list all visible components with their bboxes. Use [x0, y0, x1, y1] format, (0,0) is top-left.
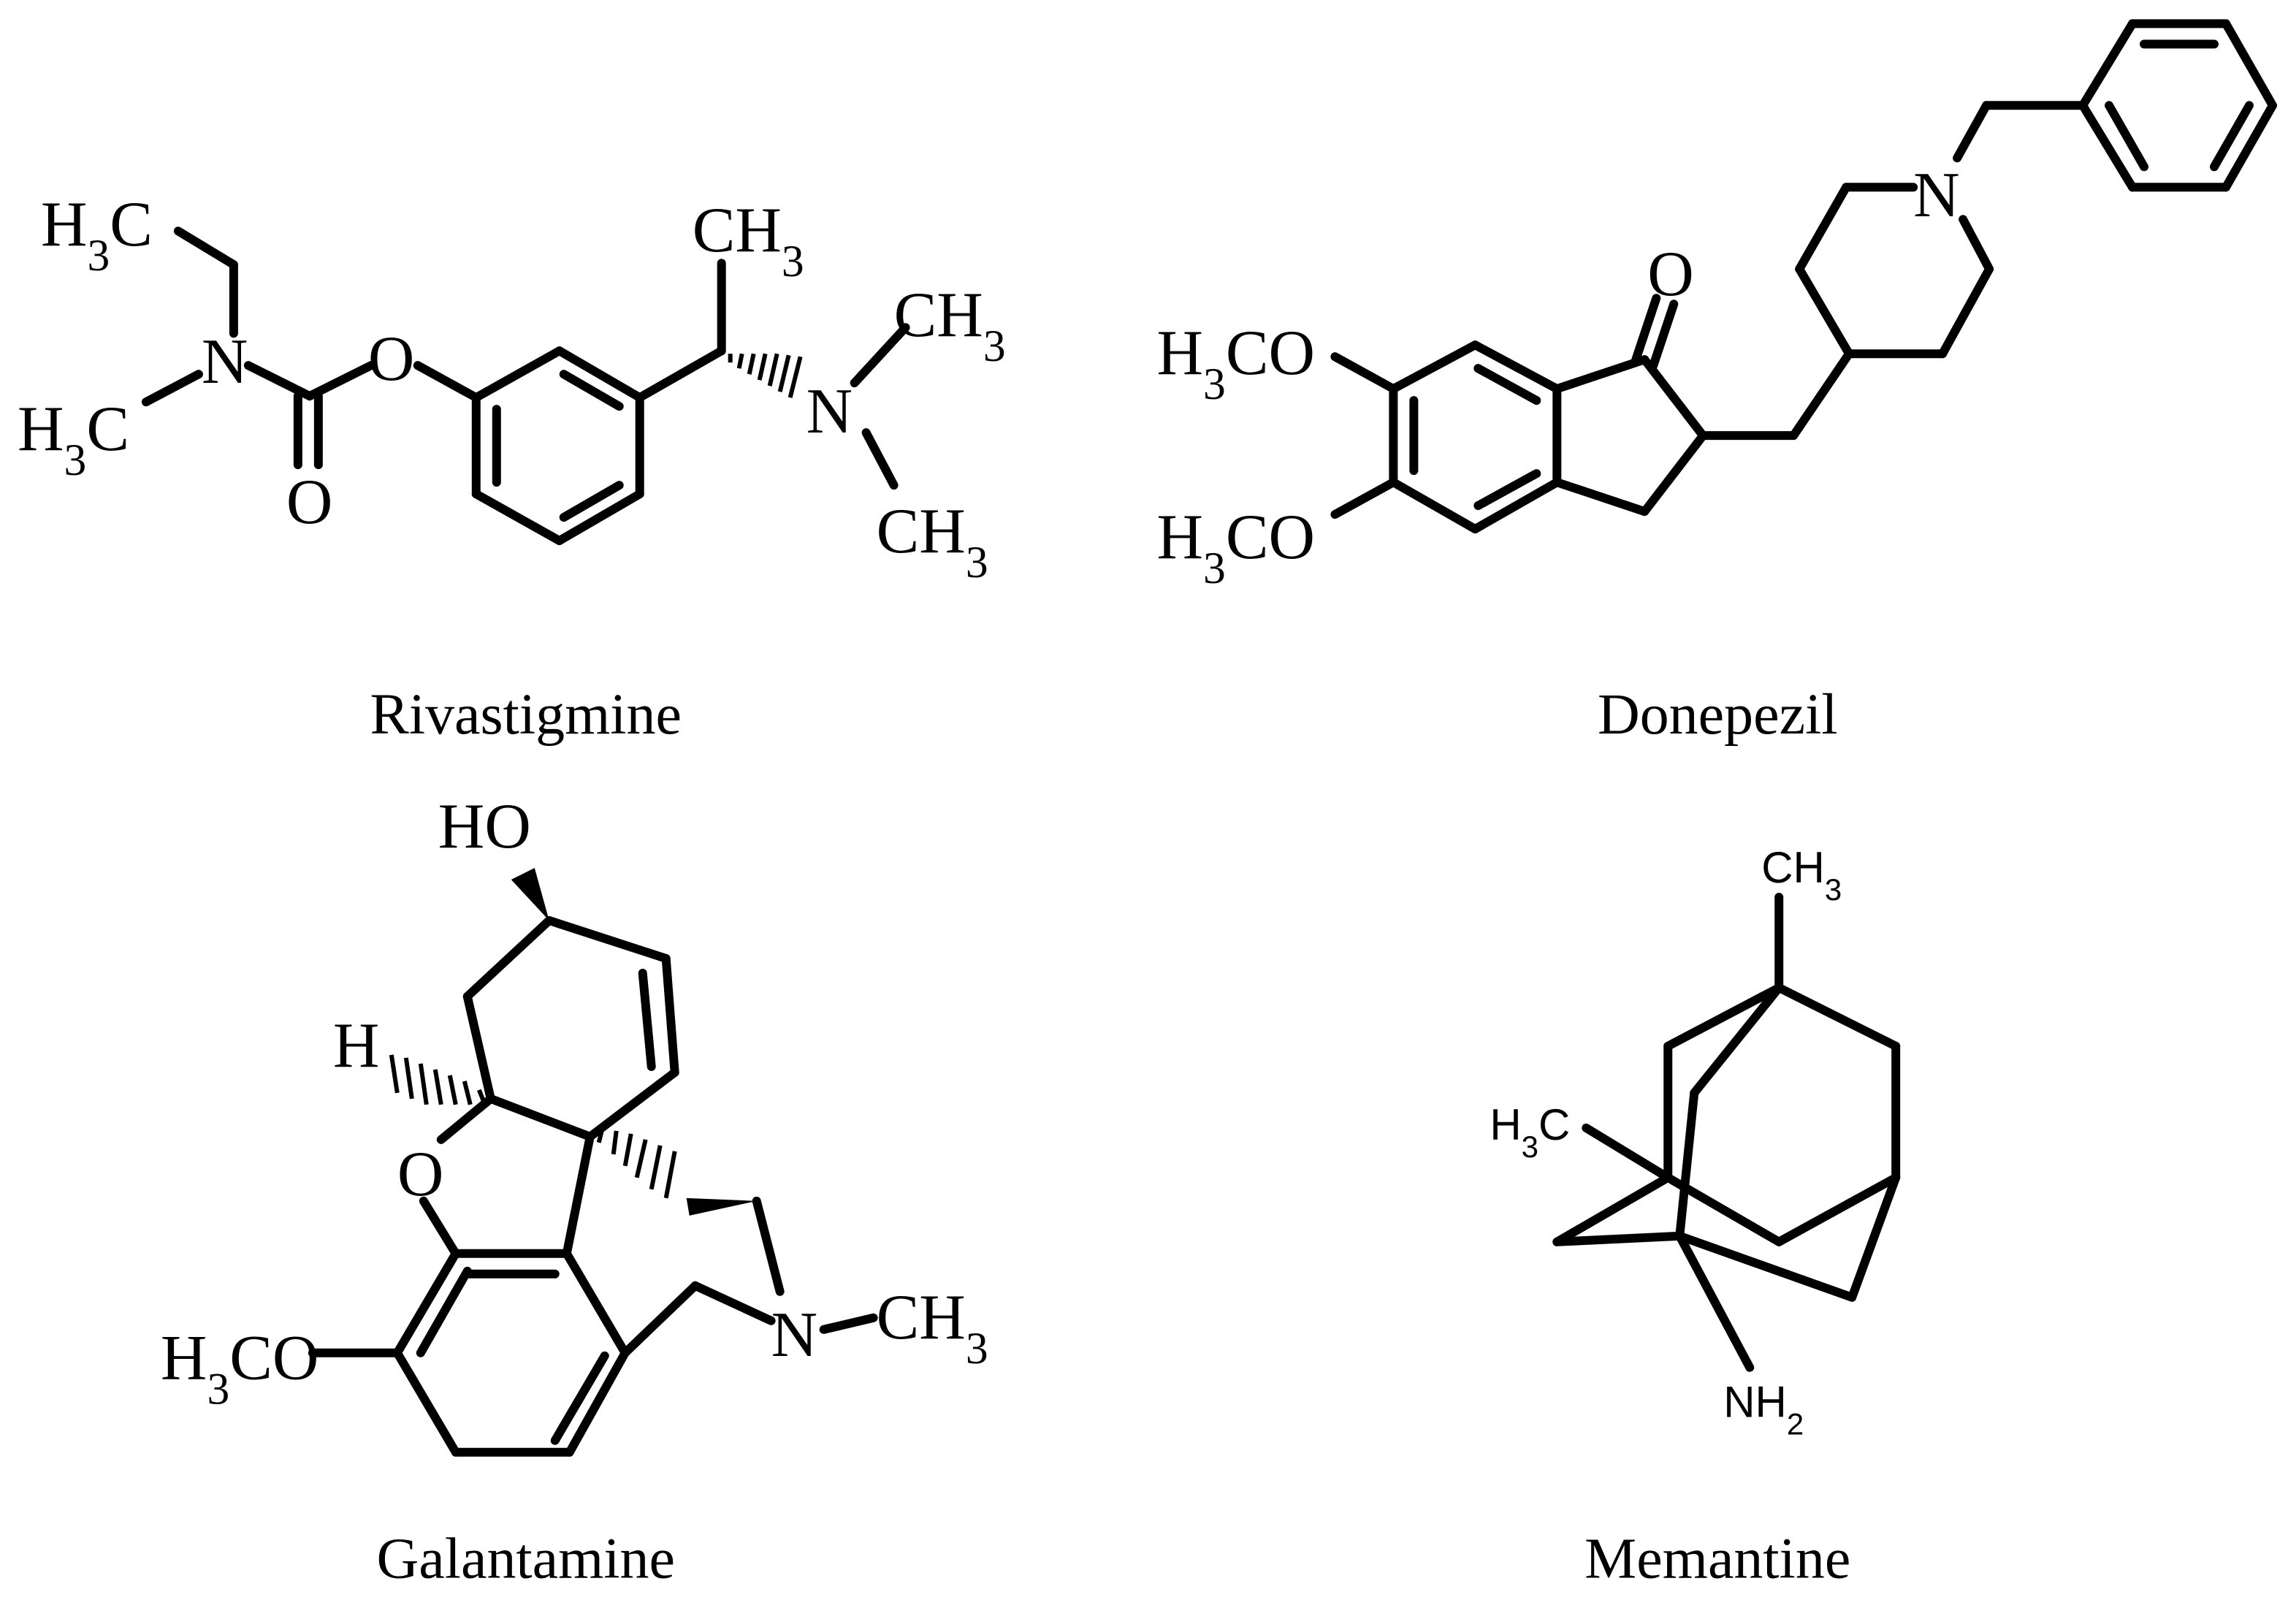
atom-label-o-ketone: O	[1647, 239, 1694, 310]
molecule-name-galantamine: Galantamine	[376, 1527, 675, 1591]
atom-label-o-carbonyl: O	[286, 467, 333, 538]
molecule-name-memantine: Memantine	[1584, 1527, 1850, 1591]
molecule-galantamine: HO H O N CH3 H3CO Galantamine	[161, 791, 988, 1591]
atom-label-h: H	[333, 1010, 380, 1081]
memantine-bonds	[1552, 892, 1901, 1372]
molecule-name-donepezil: Donepezil	[1598, 682, 1838, 747]
atom-label-nh2: NH2	[1723, 1378, 1804, 1441]
atom-label-ch3-amine-top: CH3	[894, 280, 1006, 371]
rivastigmine-bonds	[141, 226, 910, 546]
atom-label-ho: HO	[438, 791, 531, 862]
galantamine-hashed-wedges	[389, 1054, 677, 1199]
molecule-memantine: CH3 H3C NH2 Memantine	[1490, 843, 1901, 1591]
atom-label-n-amine: N	[806, 376, 853, 447]
atom-label-ch3-amine-bottom: CH3	[877, 496, 988, 587]
donepezil-bonds	[1330, 19, 2278, 534]
atom-label-o-ring: O	[397, 1139, 444, 1210]
galantamine-wedge-ho	[511, 867, 549, 921]
molecule-rivastigmine: H3C H3C N O O CH3 N CH3 CH3 Rivastigmine	[18, 189, 1006, 747]
atom-label-n: N	[771, 1300, 818, 1371]
molecule-donepezil: O N H3CO H3CO Donepezil	[1156, 19, 2278, 747]
atom-label-ch3-top: CH3	[1761, 843, 1842, 907]
atom-label-ch3: CH3	[877, 1282, 988, 1374]
atom-label-h3co-bottom: H3CO	[1156, 502, 1315, 593]
atom-label-o-ester: O	[368, 324, 415, 395]
atom-label-n-piperidine: N	[1913, 160, 1960, 231]
galantamine-bonds	[308, 915, 878, 1457]
atom-label-h3c-left: H3C	[1490, 1100, 1570, 1164]
atom-label-h3co-top: H3CO	[1156, 318, 1315, 409]
atom-label-h3co: H3CO	[161, 1323, 319, 1414]
atom-label-n-carbamate: N	[202, 327, 248, 397]
atom-label-ch3-chain: CH3	[693, 195, 804, 286]
rivastigmine-hashed-wedge	[728, 353, 803, 398]
galantamine-wedge-ch2	[686, 1197, 757, 1216]
molecule-name-rivastigmine: Rivastigmine	[370, 682, 682, 747]
atom-label-h3c-bottom: H3C	[18, 394, 129, 485]
atom-label-h3c-top: H3C	[41, 189, 153, 281]
